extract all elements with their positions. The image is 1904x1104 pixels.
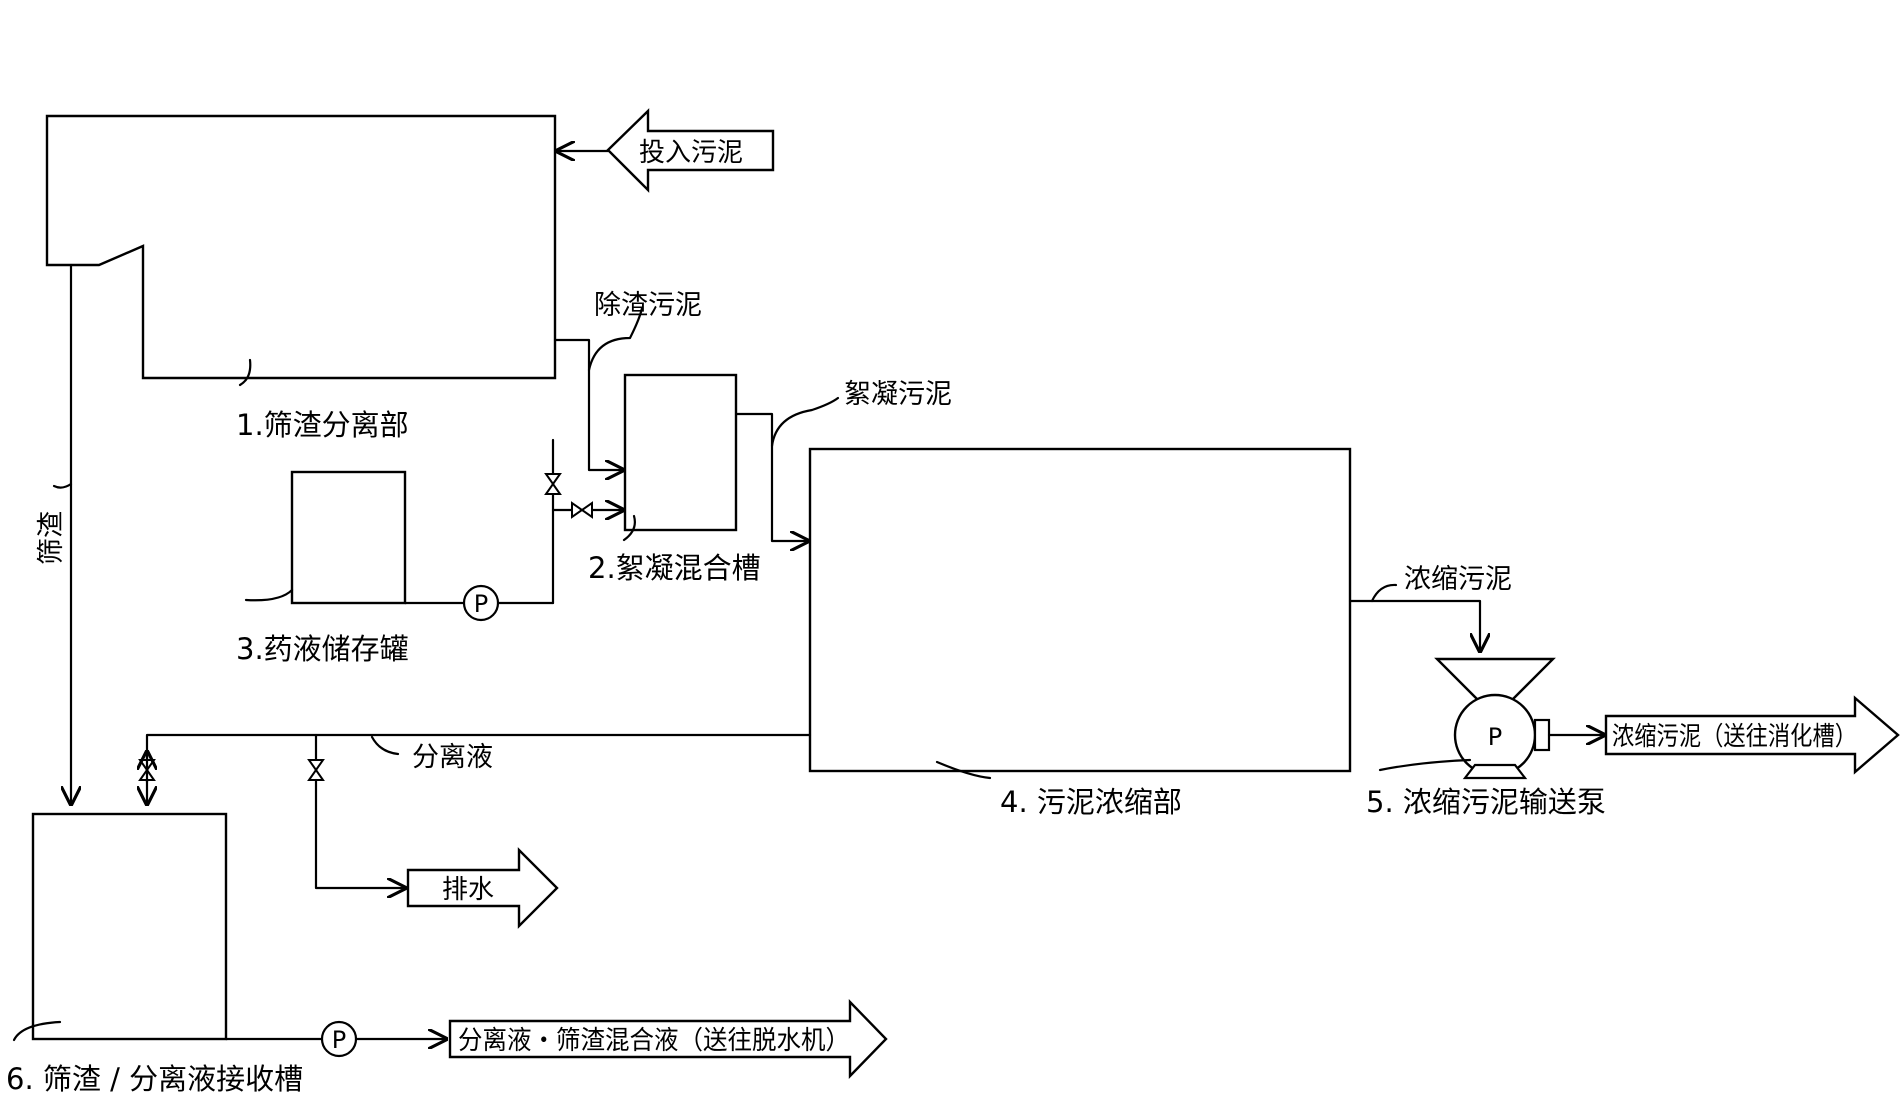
- to-digester-arrow: 浓缩污泥（送往消化槽）: [1604, 695, 1900, 775]
- drain-label: 排水: [442, 875, 494, 905]
- svg-text:P: P: [1488, 723, 1502, 751]
- screen-separator-label: 1.筛渣分离部: [236, 408, 409, 442]
- chemical-tank-label: 3.药液储存罐: [236, 632, 409, 666]
- chemical-tank-box: [290, 470, 407, 605]
- input-sludge-arrow: 投入污泥: [606, 108, 775, 193]
- svg-text:P: P: [332, 1026, 346, 1054]
- chemical-pump: P: [462, 584, 500, 622]
- thickener-label: 4. 污泥浓缩部: [1000, 785, 1182, 819]
- flocculated-sludge-label: 絮凝污泥: [844, 379, 952, 410]
- drain-arrow: 排水: [406, 847, 559, 929]
- receiving-tank-box: [31, 812, 228, 1041]
- to-dewater-arrow: 分离液・筛渣混合液（送往脱水机）: [448, 999, 888, 1079]
- svg-text:P: P: [474, 590, 488, 618]
- dewatering-feed-pump: P: [320, 1020, 358, 1058]
- to-digester-label: 浓缩污泥（送往消化槽）: [1612, 722, 1857, 752]
- thickened-sludge-label: 浓缩污泥: [1404, 564, 1512, 595]
- input-sludge-label: 投入污泥: [639, 138, 743, 168]
- flocculation-tank-box: [623, 373, 738, 532]
- pump-label: 5. 浓缩污泥输送泵: [1366, 785, 1606, 819]
- screenings-label: 筛渣: [36, 511, 67, 565]
- to-dewater-label: 分离液・筛渣混合液（送往脱水机）: [458, 1026, 850, 1056]
- flocculation-tank-label: 2.絮凝混合槽: [588, 551, 761, 585]
- screen-separator-box: [45, 114, 557, 380]
- sludge-transfer-pump: P: [1434, 657, 1556, 780]
- screened-sludge-label: 除渣污泥: [594, 290, 702, 321]
- separated-liquid-label: 分离液: [412, 742, 493, 773]
- receiving-tank-label: 6. 筛渣 / 分离液接收槽: [6, 1062, 303, 1096]
- thickener-box: [808, 447, 1352, 773]
